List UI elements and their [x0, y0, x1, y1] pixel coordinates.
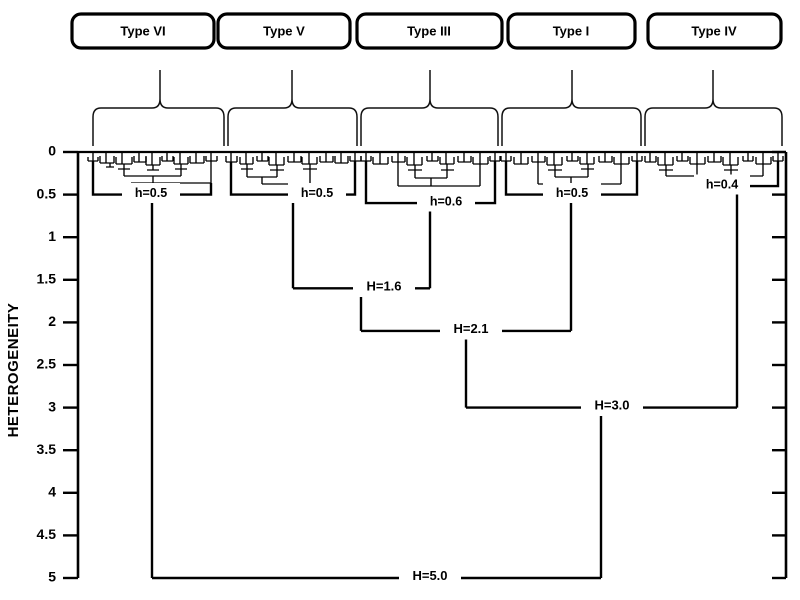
merge-label-1: H=2.1 — [440, 318, 502, 340]
merge-label-text: H=3.0 — [594, 397, 629, 412]
y-axis-ticks — [63, 150, 78, 580]
type-box-3: Type I — [506, 12, 637, 50]
type-box-group: Type VI Type V Type III Type I Type IV — [70, 12, 783, 50]
cluster-height-label-2: h=0.6 — [417, 191, 475, 212]
leaf-cluster-type-iii — [360, 152, 501, 187]
leaf-cluster-type-v — [225, 152, 362, 185]
type-box-rect — [216, 12, 352, 50]
brace-type-i — [501, 70, 642, 146]
y-tick-label: 4.5 — [37, 526, 57, 542]
brace-type-iv — [644, 70, 783, 146]
y-tick-label: 4 — [48, 484, 56, 500]
cluster-height-labels: h=0.5 h=0.5 h=0.6 h=0.5 h=0.4 — [122, 174, 750, 212]
merge-label-2: H=3.0 — [581, 395, 643, 416]
cluster-height-text: h=0.6 — [430, 194, 462, 208]
merge-label-text: H=2.1 — [453, 321, 488, 336]
label-backdrop — [288, 183, 346, 203]
y-axis-title: HETEROGENEITY — [5, 303, 22, 438]
y-axis-tick-labels: 0 0.5 1 1.5 2 2.5 3 3.5 4 4.5 5 — [37, 143, 57, 585]
y-tick-label: 1 — [48, 228, 56, 244]
y-tick-label: 1.5 — [37, 271, 57, 287]
y-tick-label: 2 — [48, 313, 56, 329]
merge-label-text: H=5.0 — [412, 568, 447, 583]
merge-labels: H=1.6 H=2.1 H=3.0 H=5.0 — [353, 276, 643, 587]
cluster-height-label-1: h=0.5 — [288, 183, 346, 203]
brace-group — [92, 70, 783, 146]
y-tick-label: 2.5 — [37, 356, 57, 372]
label-backdrop — [694, 174, 750, 195]
cluster-height-label-3: h=0.5 — [543, 183, 601, 203]
type-box-label: Type VI — [120, 23, 165, 38]
type-box-0: Type VI — [70, 12, 216, 50]
brace-type-vi — [92, 70, 225, 146]
leaf-tree-group — [87, 152, 784, 187]
leaf-cluster-type-i — [500, 152, 643, 185]
label-backdrop — [581, 395, 643, 416]
right-axis — [772, 150, 788, 580]
label-backdrop — [440, 318, 502, 340]
y-axis: 0 0.5 1 1.5 2 2.5 3 3.5 4 4.5 5 HETEROGE… — [5, 143, 80, 585]
type-box-rect — [355, 12, 504, 50]
type-box-rect — [506, 12, 637, 50]
cluster-height-label-4: h=0.4 — [694, 174, 750, 195]
type-box-1: Type V — [216, 12, 352, 50]
cluster-height-text: h=0.4 — [706, 177, 738, 191]
merge-label-0: H=1.6 — [353, 276, 415, 297]
type-box-label: Type IV — [691, 23, 737, 38]
leaf-cluster-type-vi — [87, 152, 218, 184]
y-tick-label: 3 — [48, 398, 56, 414]
type-box-rect — [646, 12, 783, 50]
brace-type-iii — [360, 70, 499, 146]
cluster-height-text: h=0.5 — [135, 186, 167, 200]
type-box-2: Type III — [355, 12, 504, 50]
cluster-height-label-0: h=0.5 — [122, 183, 180, 203]
type-box-label: Type I — [553, 23, 590, 38]
label-backdrop — [399, 565, 461, 587]
label-backdrop — [353, 276, 415, 297]
cluster-stem-group — [150, 186, 739, 578]
right-axis-ticks — [772, 150, 786, 580]
type-box-4: Type IV — [646, 12, 783, 50]
label-backdrop — [417, 191, 475, 212]
label-backdrop — [543, 183, 601, 203]
brace-type-v — [227, 70, 358, 146]
merge-label-3: H=5.0 — [399, 565, 461, 587]
y-tick-label: 0.5 — [37, 185, 57, 201]
label-backdrop — [122, 183, 180, 203]
merge-label-text: H=1.6 — [366, 278, 401, 293]
y-tick-label: 0 — [48, 143, 56, 159]
type-box-label: Type III — [407, 23, 451, 38]
cluster-height-text: h=0.5 — [301, 186, 333, 200]
y-tick-label: 5 — [48, 569, 56, 585]
type-box-label: Type V — [263, 23, 305, 38]
y-tick-label: 3.5 — [37, 441, 57, 457]
cluster-height-text: h=0.5 — [556, 186, 588, 200]
leaf-cluster-type-iv — [644, 152, 784, 177]
type-box-rect — [70, 12, 216, 50]
